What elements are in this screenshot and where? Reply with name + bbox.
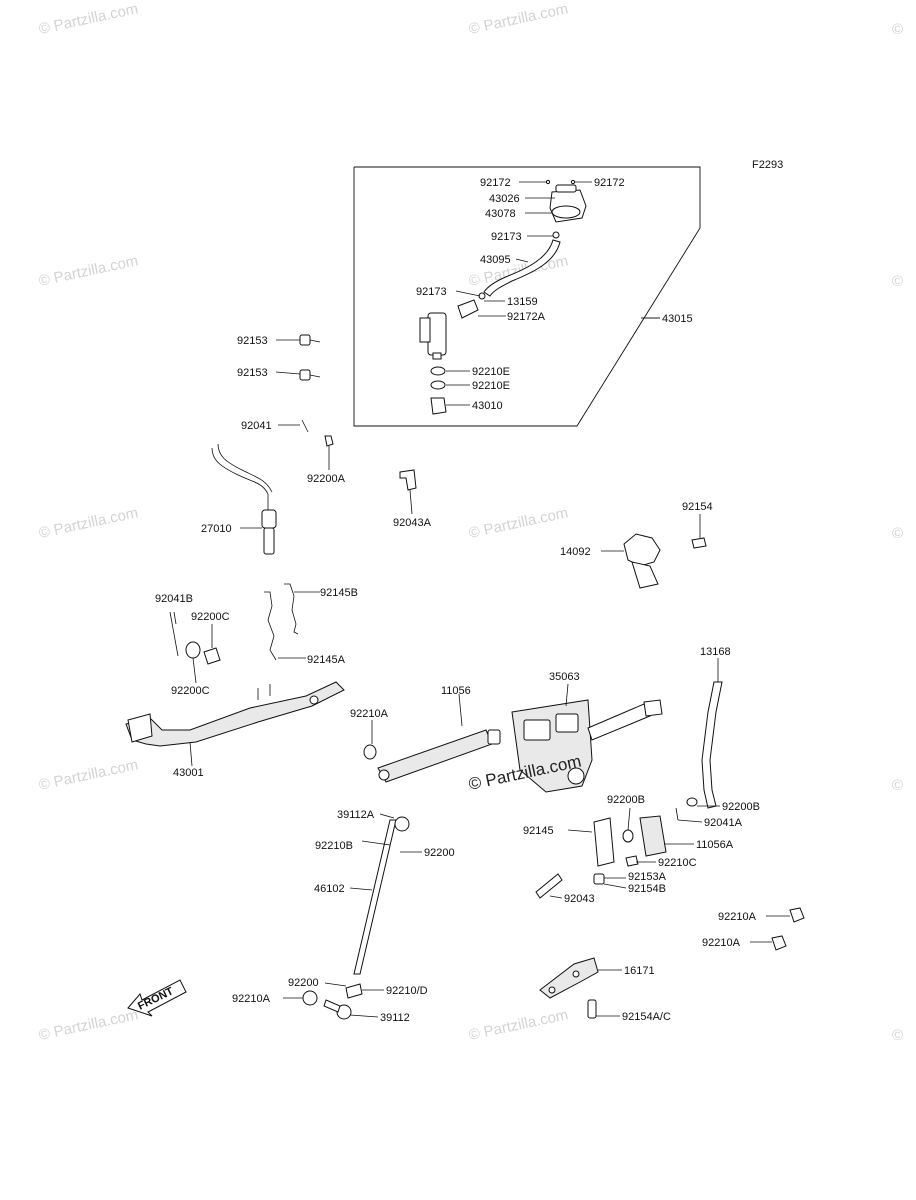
cap-14092-part — [601, 514, 707, 589]
watermark-layer: © Partzilla.com © Partzilla.com © Partzi… — [37, 0, 903, 1044]
spring-parts — [264, 583, 320, 661]
pin-92041b-part — [169, 611, 221, 684]
label-92145: 92145 — [523, 825, 554, 837]
pin-washer-parts — [278, 419, 334, 470]
label-92200b-2: 92200B — [722, 801, 760, 813]
master-cylinder-box — [353, 166, 701, 427]
label-11056a: 11056A — [696, 839, 734, 851]
label-43015: 43015 — [662, 313, 693, 325]
label-92210e-1: 92210E — [472, 366, 510, 378]
label-43001: 43001 — [173, 767, 204, 779]
brake-switch-part — [211, 443, 277, 555]
label-92210b: 92210B — [315, 840, 353, 852]
label-46102: 46102 — [314, 883, 345, 895]
label-92153-1: 92153 — [237, 335, 268, 347]
label-92210a-4: 92210A — [702, 937, 741, 949]
watermark: © — [892, 525, 903, 542]
clevis-parts — [535, 797, 720, 899]
label-35063: 35063 — [549, 671, 580, 683]
label-92041: 92041 — [241, 420, 272, 432]
label-16171: 16171 — [624, 965, 655, 977]
label-39112: 39112 — [380, 1012, 410, 1024]
label-13159: 13159 — [507, 296, 538, 308]
front-arrow-icon: FRONT — [127, 979, 187, 1017]
label-92154ac: 92154A/C — [622, 1011, 671, 1023]
bracket-92043a-part — [399, 469, 417, 515]
watermark: © Partzilla.com — [467, 1006, 569, 1044]
label-13168: 13168 — [700, 646, 731, 658]
label-92172-left: 92172 — [480, 177, 511, 189]
label-43010: 43010 — [472, 400, 503, 412]
bracket-16171-part — [539, 957, 622, 1019]
watermark: © Partzilla.com — [467, 0, 569, 38]
label-92145a: 92145A — [307, 654, 346, 666]
label-92173-mid: 92173 — [416, 286, 447, 298]
label-92041b: 92041B — [155, 593, 193, 605]
master-cylinder-part — [419, 292, 486, 415]
label-92153a: 92153A — [628, 871, 667, 883]
label-92200c-1: 92200C — [191, 611, 230, 623]
label-92154b: 92154B — [628, 883, 666, 895]
watermark: © — [892, 21, 903, 38]
bolt-92153-parts — [275, 334, 321, 381]
label-92200c-2: 92200C — [171, 685, 210, 697]
label-92145b: 92145B — [320, 587, 358, 599]
watermark: © Partzilla.com — [37, 1006, 139, 1044]
label-92210d: 92210/D — [386, 985, 428, 997]
label-11056: 11056 — [441, 685, 471, 697]
watermark: © Partzilla.com — [467, 504, 569, 542]
diagram-code: F2293 — [752, 159, 783, 171]
watermark: © — [892, 1027, 903, 1044]
label-14092: 14092 — [560, 546, 591, 558]
label-92043: 92043 — [564, 893, 595, 905]
watermark: © Partzilla.com — [37, 0, 139, 38]
label-92200a: 92200A — [307, 473, 346, 485]
hose-part — [483, 231, 561, 297]
watermark: © Partzilla.com — [37, 504, 139, 542]
label-92043a: 92043A — [393, 517, 432, 529]
bracket-35063-part — [511, 683, 663, 793]
label-92041a: 92041A — [704, 817, 743, 829]
rod-46102-part — [283, 813, 422, 1020]
label-27010: 27010 — [201, 523, 232, 535]
watermark: © — [892, 273, 903, 290]
label-92200-2: 92200 — [288, 977, 319, 989]
label-92200b-1: 92200B — [607, 794, 645, 806]
watermark: © — [892, 777, 903, 794]
reservoir-part — [549, 184, 587, 223]
label-92200-1: 92200 — [424, 847, 455, 859]
brake-pedal-part — [125, 681, 345, 767]
nut-92210a-parts — [750, 907, 805, 951]
label-92210a-3: 92210A — [718, 911, 757, 923]
label-92153-2: 92153 — [237, 367, 268, 379]
label-43095: 43095 — [480, 254, 511, 266]
rod-13168-part — [701, 658, 723, 809]
label-43026: 43026 — [489, 193, 520, 205]
part-labels: 92172 92172 43026 43078 92173 43095 9217… — [155, 177, 760, 1024]
label-92154: 92154 — [682, 501, 713, 513]
label-92210a-1: 92210A — [350, 708, 389, 720]
label-92210c: 92210C — [658, 857, 697, 869]
label-92210e-2: 92210E — [472, 380, 510, 392]
label-92210a-2: 92210A — [232, 993, 271, 1005]
lever-11056-part — [363, 693, 501, 783]
watermark: © Partzilla.com — [37, 252, 139, 290]
label-39112a: 39112A — [337, 809, 375, 821]
watermark: © Partzilla.com — [37, 756, 139, 794]
label-43078: 43078 — [485, 208, 516, 220]
label-92172a: 92172A — [507, 311, 546, 323]
label-92173-top: 92173 — [491, 231, 522, 243]
label-92172-right: 92172 — [594, 177, 625, 189]
